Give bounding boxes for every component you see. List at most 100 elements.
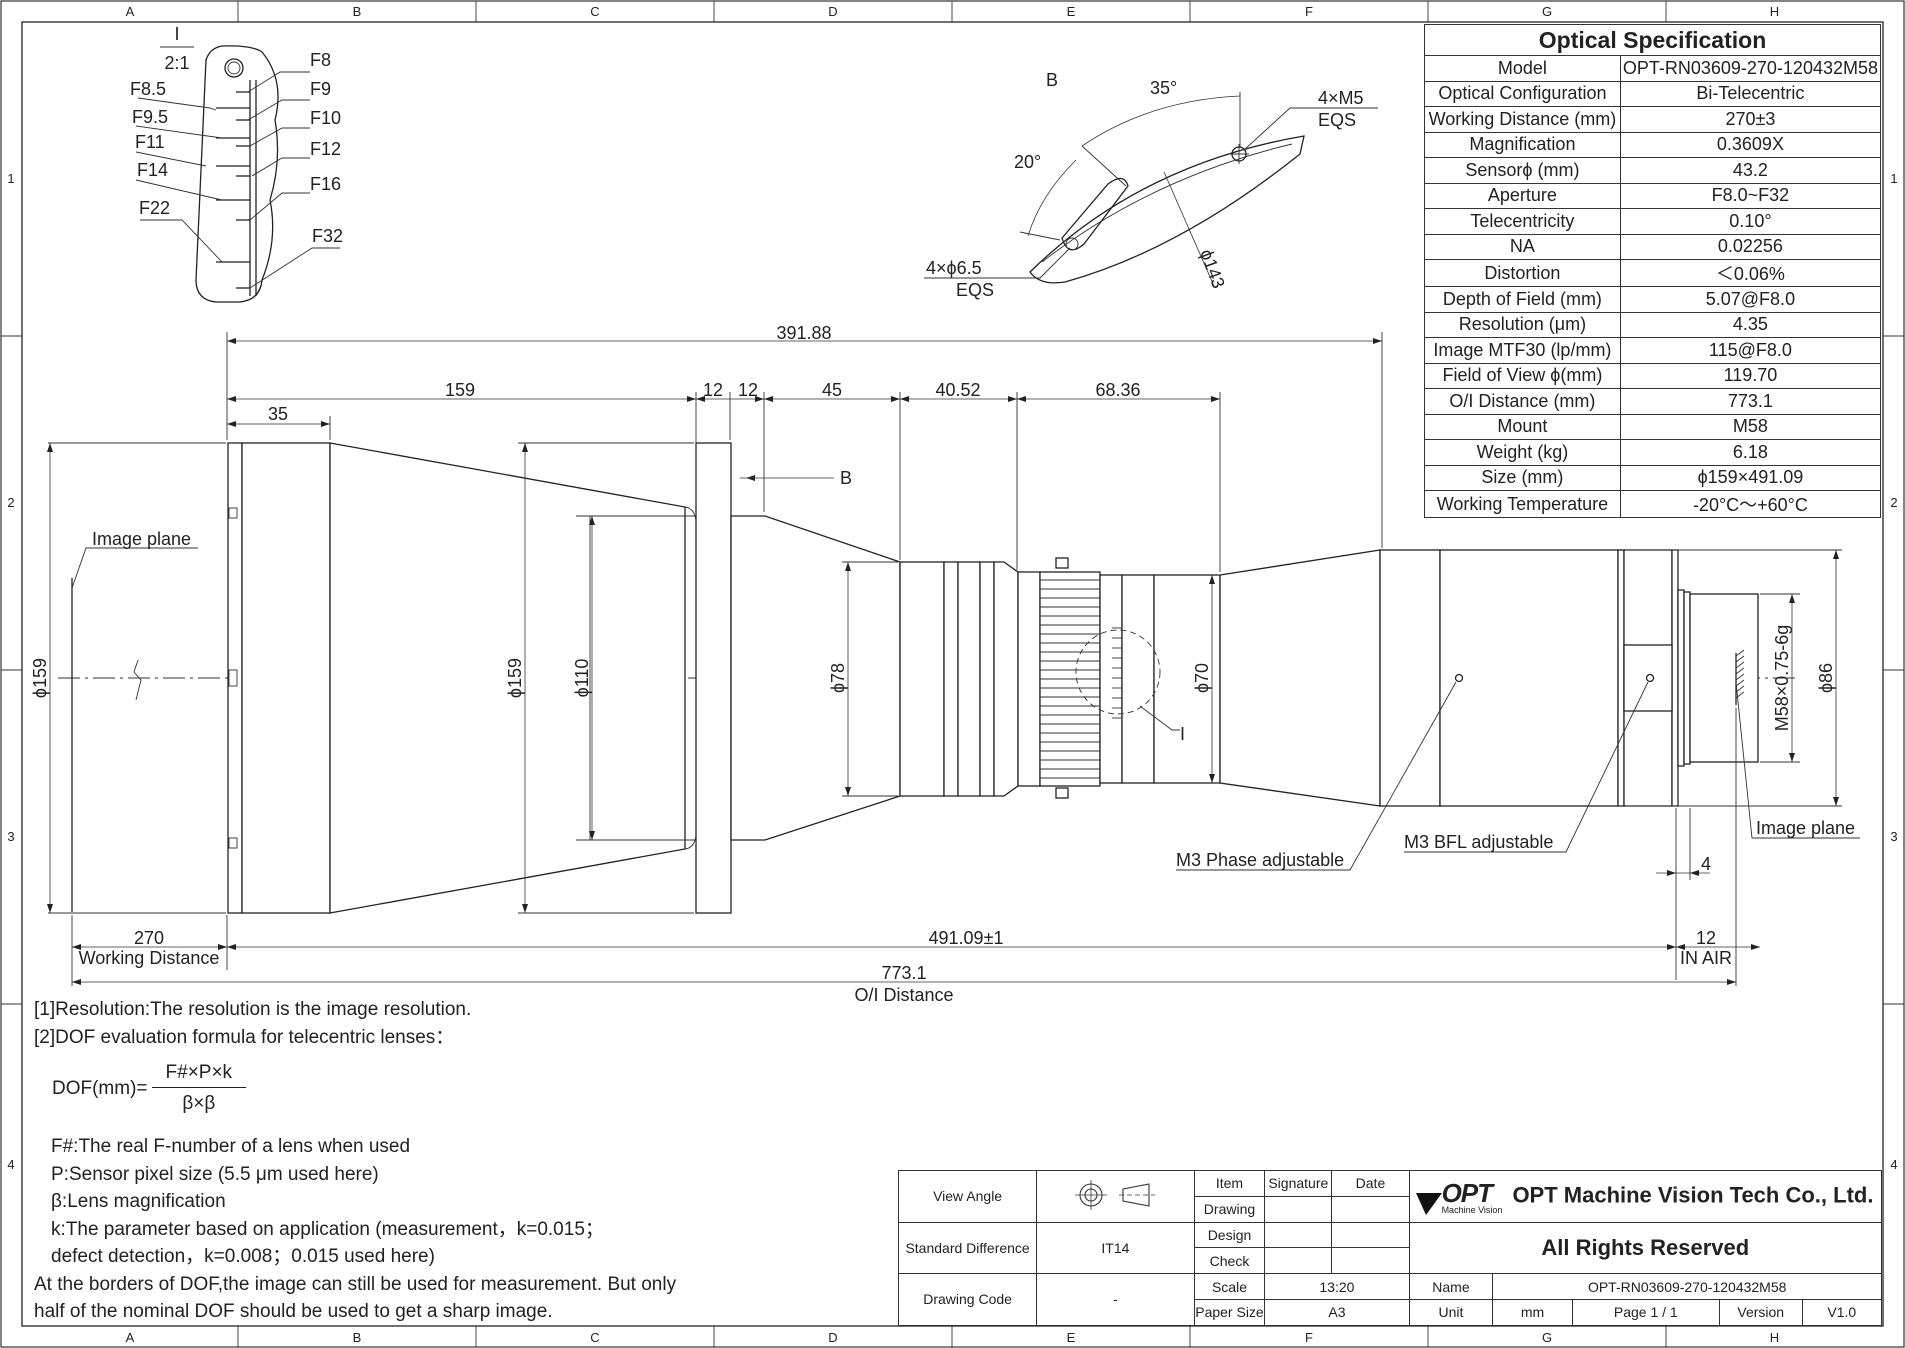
spec-row: Sensorϕ (mm)43.2 [1424,157,1882,184]
dim-68-36: 68.36 [1095,380,1140,400]
spec-value: ϕ159×491.09 [1619,464,1882,491]
tb-version: Version [1718,1298,1803,1326]
spec-value: 115@F8.0 [1619,337,1882,364]
grid-col-label: B [353,4,362,19]
grid-row-label: 1 [7,171,14,186]
grid-col-label: C [590,4,599,19]
spec-key: Depth of Field (mm) [1424,286,1621,313]
dim-dia159-mid: ϕ159 [505,658,525,698]
callout-image-plane-right: Image plane [1756,818,1855,838]
spec-value: 0.10° [1619,208,1882,235]
spec-key: Telecentricity [1424,208,1621,235]
view-b-circle-dia: ϕ143 [1196,247,1229,292]
dim-45: 45 [822,380,842,400]
spec-row: Working Distance (mm)270±3 [1424,106,1882,133]
tb-name-value: OPT-RN03609-270-120432M58 [1492,1273,1882,1300]
grid-col-label: A [126,1330,135,1345]
grid-row-label: 2 [1890,495,1897,510]
dim-12-in-air: 12 [1696,928,1716,948]
inner-frame [21,21,1884,1327]
tb-paper-size-value: A3 [1264,1298,1410,1326]
spec-key: Distortion [1424,259,1621,287]
dim-12-b: 12 [738,380,758,400]
dim-773: 773.1 [881,963,926,983]
grid-col-label: F [1305,1330,1313,1345]
spec-key: O/I Distance (mm) [1424,388,1621,415]
tb-std-diff: Standard Difference [897,1221,1038,1275]
spec-key: Weight (kg) [1424,439,1621,466]
note-fnumber: F#:The real F-number of a lens when used [51,1136,411,1157]
grid-col-label: G [1542,4,1552,19]
grid-row-label: 3 [1890,829,1897,844]
spec-key: Aperture [1424,182,1621,209]
spec-key: Working Distance (mm) [1424,106,1621,133]
aperture-scale-detail: I 2:1 F8 F8.5 F9 F9.5 F10 F11 F12 [130,24,343,303]
grid-col-label: D [828,1330,837,1345]
spec-value: 43.2 [1619,157,1882,184]
view-b-angle-20: 20° [1014,152,1041,172]
tb-name: Name [1408,1273,1494,1300]
mark-f8-5: F8.5 [130,79,166,99]
spec-row: Depth of Field (mm)5.07@F8.0 [1424,286,1882,313]
dim-391-88: 391.88 [776,323,831,343]
grid-row-label: 4 [7,1157,14,1172]
callout-bfl-adjustable: M3 BFL adjustable [1404,832,1553,852]
spec-value: 119.70 [1619,362,1882,389]
spec-row: Field of View ϕ(mm)119.70 [1424,362,1882,389]
grid-col-label: H [1770,4,1779,19]
tb-unit-value: mm [1492,1298,1573,1326]
spec-value: ＜0.06% [1619,259,1882,287]
tb-unit: Unit [1408,1298,1494,1326]
tb-scale-value: 13:20 [1264,1273,1410,1300]
grid-col-label: E [1067,1330,1076,1345]
spec-title: Optical Specification [1424,24,1881,56]
spec-key: Optical Configuration [1424,80,1621,107]
dim-35: 35 [268,404,288,424]
dim-270: 270 [134,928,164,948]
grid-row-label: 1 [1890,171,1897,186]
dimensions: 391.88 159 35 12 12 45 40.52 68.36 ϕ159 … [30,323,1842,1005]
dim-in-air: IN AIR [1680,948,1732,968]
note-resolution: [1]Resolution:The resolution is the imag… [34,999,472,1020]
view-b-screw: 4×M5 [1318,88,1364,108]
tb-projection-symbols [1036,1170,1195,1223]
spec-value: 773.1 [1619,388,1882,415]
tb-check: Check [1193,1247,1266,1275]
formula-lhs: DOF(mm)= [52,1077,148,1099]
opt-logo-icon [1415,1192,1442,1215]
spec-key: Sensorϕ (mm) [1424,157,1621,184]
spec-key: Working Temperature [1424,490,1621,518]
note-dof: [2]DOF evaluation formula for telecentri… [34,1026,455,1048]
tb-std-diff-value: IT14 [1036,1221,1195,1275]
tb-drawing-code-value: - [1036,1273,1195,1326]
mark-f22: F22 [139,198,170,218]
callout-detail-i: I [1180,724,1185,744]
spec-key: Magnification [1424,131,1621,158]
note-borders: At the borders of DOF,the image can stil… [34,1273,677,1295]
grid-col-label: D [828,4,837,19]
spec-key: Image MTF30 (lp/mm) [1424,337,1621,364]
callout-view-b: B [840,468,852,488]
tb-paper-size: Paper Size [1193,1298,1266,1326]
dim-dia159-left: ϕ159 [30,658,50,698]
grid-col-label: B [353,1330,362,1345]
opt-logo-sub: Machine Vision [1441,1204,1503,1215]
grid-col-label: H [1770,1330,1779,1345]
spec-row: Distortion＜0.06% [1424,259,1882,287]
company-name: OPT Machine Vision Tech Co., Ltd. [1512,1182,1874,1208]
callout-image-plane-left: Image plane [92,529,191,549]
note-beta: β:Lens magnification [51,1191,226,1212]
dim-12-a: 12 [703,380,723,400]
spec-value: 0.3609X [1619,131,1882,158]
tb-drawing: Drawing [1193,1195,1266,1223]
grid-col-label: C [590,1330,599,1345]
dim-working-distance: Working Distance [79,948,220,968]
spec-row: Weight (kg)6.18 [1424,439,1882,466]
tb-page: Page 1 / 1 [1571,1298,1720,1326]
